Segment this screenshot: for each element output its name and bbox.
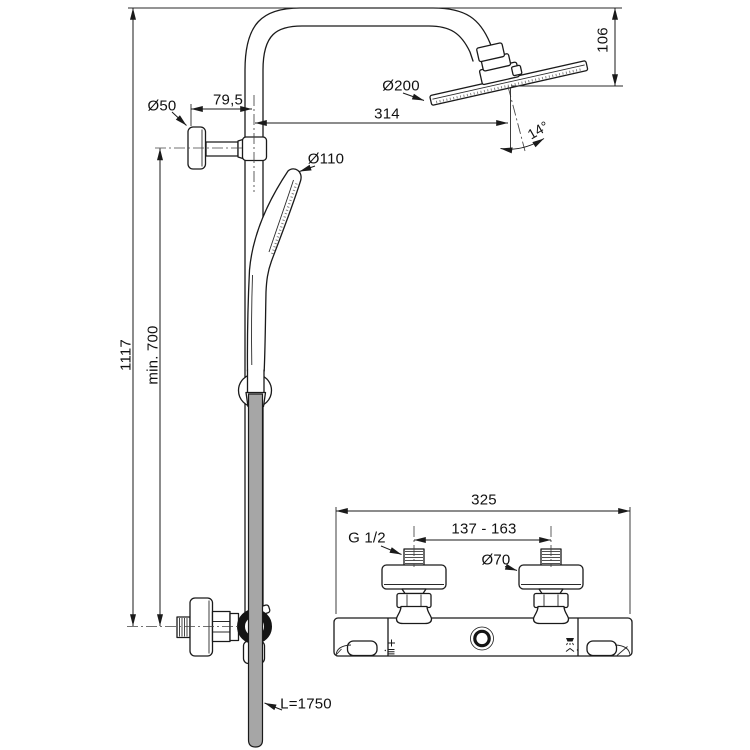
label-hose-length: L=1750 — [280, 695, 332, 713]
handshower-spray-dots — [270, 183, 298, 257]
center-outlet — [470, 626, 494, 651]
label-handshower-diameter: Ø110 — [307, 150, 345, 168]
left-hex-nut — [396, 592, 432, 609]
hand-shower — [246, 168, 302, 372]
centerlines — [127, 86, 552, 627]
label-connection-distance: 137 - 163 — [451, 520, 517, 538]
head-connector-nut — [476, 42, 506, 63]
right-hex-nut — [533, 592, 569, 609]
leader-head-diameter — [402, 92, 425, 101]
leader-handshower-diameter — [299, 164, 316, 172]
spray-face-dots — [435, 67, 583, 104]
left-escutcheon — [381, 564, 447, 590]
label-holder-diameter: Ø50 — [147, 97, 177, 115]
right-bell — [532, 605, 570, 625]
side-inlet-nipple — [176, 616, 191, 639]
left-bell — [395, 605, 433, 625]
right-handle-grip — [586, 640, 618, 657]
left-handle-grip — [346, 640, 378, 657]
temperature-plus-minus-icon — [384, 639, 395, 655]
overhead-shower — [429, 42, 589, 106]
bracket-arm — [205, 141, 239, 157]
leader-thread — [380, 545, 402, 555]
label-escutcheon-diameter: Ø70 — [481, 551, 511, 569]
leader-hose-length — [264, 702, 283, 711]
label-connection-thread: G 1/2 — [348, 529, 386, 547]
shower-flow-icon — [565, 638, 579, 652]
wall-bracket — [187, 126, 268, 170]
bracket-clamp — [241, 136, 268, 162]
front-right-connection — [518, 548, 584, 625]
label-head-drop: 106 — [594, 27, 612, 53]
mixer-front-view — [333, 548, 633, 657]
shower-hose — [247, 393, 264, 748]
leader-holder-diameter — [171, 111, 187, 126]
right-escutcheon — [518, 564, 584, 590]
label-head-diameter: Ø200 — [382, 77, 420, 95]
front-left-connection — [381, 548, 447, 625]
label-total-height: 1117 — [117, 339, 135, 371]
leader-escutcheon-diameter — [504, 563, 518, 571]
label-wall-offset: 79,5 — [213, 91, 243, 109]
label-min-height: min. 700 — [144, 325, 162, 385]
dim-angle-arc — [500, 138, 545, 154]
dimension-lines — [128, 7, 631, 711]
label-mixer-width: 325 — [471, 491, 497, 509]
label-projection: 314 — [374, 105, 400, 123]
